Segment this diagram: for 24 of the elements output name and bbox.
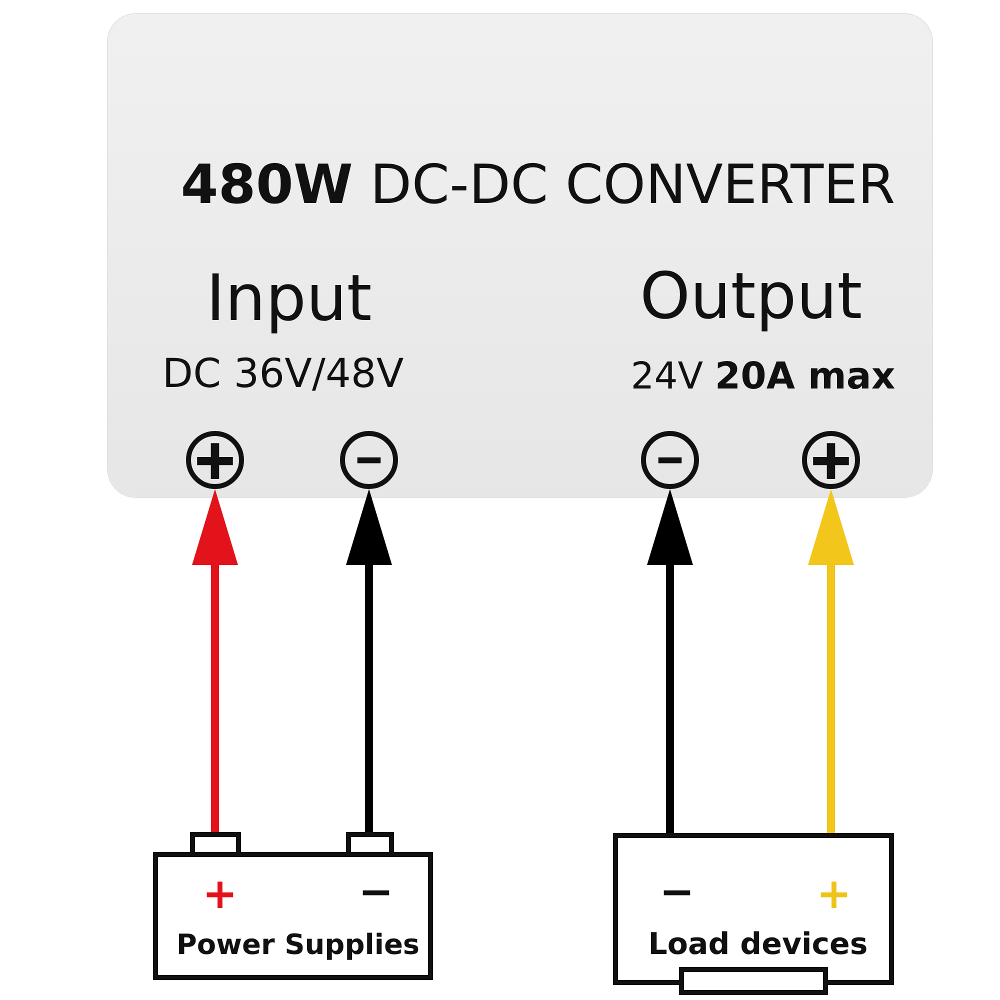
section-heading: Output [640,261,862,335]
section-heading: Input [206,263,372,337]
panel-title: 480W DC-DC CONVERTER [180,154,896,216]
arrow [647,489,693,833]
power-supply-block [153,852,433,980]
converter-panel [108,14,932,497]
polarity-sign: + [816,870,852,918]
arrow [192,489,238,832]
input-voltage-label: DC 36V/48V [162,351,404,397]
terminal-post [190,832,241,852]
terminal: + [186,431,244,489]
block-label: Power Supplies [176,928,420,962]
polarity-sign: − [358,868,394,916]
terminal-post [346,832,394,852]
polarity-sign: + [202,870,238,918]
terminal: − [641,431,699,489]
arrow [346,489,392,832]
terminal: + [802,431,860,489]
arrow [808,489,854,833]
terminal: − [340,431,398,489]
polarity-sign: − [659,868,695,916]
output-rating-label: 24V 20A max [630,356,896,398]
block-label: Load devices [648,928,868,962]
load-device-block [613,833,894,985]
